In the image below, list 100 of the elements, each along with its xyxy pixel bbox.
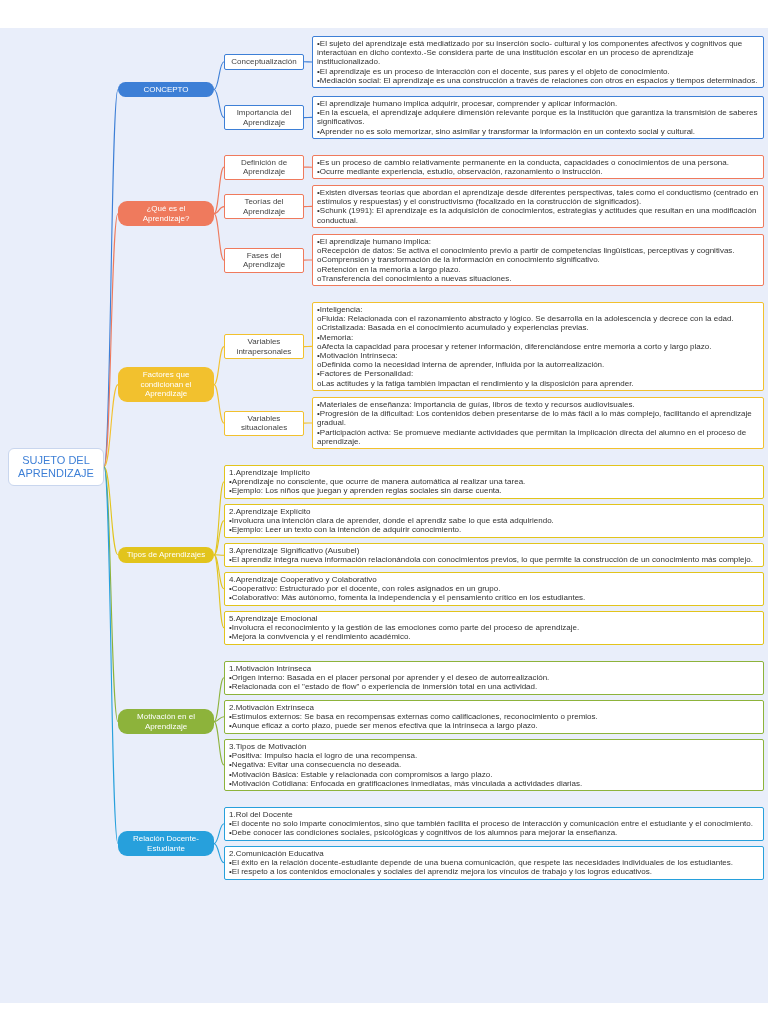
- note-text: •Involucra el reconocimiento y la gestión de las emociones como parte del proceso de aprendizaje.: [229, 623, 581, 633]
- topic-label: Relación Docente- Estudiante: [132, 834, 200, 854]
- connector-line: [303, 61, 313, 63]
- topic-title: SUJETO DEL APRENDIZAJE: [17, 453, 95, 480]
- connector-line: [303, 166, 313, 168]
- subtopic-label: Conceptualización: [230, 57, 298, 67]
- connector-line: [213, 481, 225, 556]
- subtopic-box: [224, 247, 304, 273]
- connector-line: [213, 843, 225, 864]
- connector-line: [103, 466, 119, 845]
- connector-line: [213, 554, 225, 590]
- note-box: [224, 661, 764, 695]
- note-text: •Involucra una intención clara de aprender, donde el aprendiz sabe lo que está adquiriendo.: [229, 516, 555, 526]
- connector-line: [213, 61, 225, 91]
- connector-line: [213, 166, 225, 215]
- note-text: oRecepción de datos: Se activa el conocimiento previo a partir de competencias lingüísticas, perceptivas y cognitivas.: [317, 246, 736, 256]
- connector-line: [213, 520, 225, 556]
- note-box: [224, 807, 764, 841]
- subtopic-label: Teorías del Aprendizaje: [241, 197, 287, 217]
- note-text: •Positiva: Impulso hacia el logro de una recompensa.: [229, 751, 419, 761]
- subtopic-box: [224, 410, 304, 436]
- connector-line: [213, 213, 225, 261]
- branch-topic: [118, 547, 214, 563]
- topic-label: Motivación en el Aprendizaje: [136, 712, 196, 732]
- note-text: 2.Motivación Extrínseca: [229, 703, 315, 713]
- note-box: [312, 397, 764, 449]
- subtopic-label: Variables intrapersonales: [235, 337, 293, 357]
- subtopic-box: [224, 154, 304, 180]
- note-text: •Schunk (1991): El aprendizaje es la adquisición de conocimientos, estrategias y actitudes que resultan en una modificación conductual.: [317, 206, 758, 225]
- note-text: •En la escuela, el aprendizaje adquiere dimensión relevante porque es la institución que garantiza la transmisión de saberes significativos.: [317, 108, 759, 127]
- note-text: •El respeto a los contenidos emocionales y sociales del aprendiz mejora los vínculos de trabajo y los logros educativos.: [229, 867, 654, 877]
- note-text: •El aprendizaje es un proceso de interacción con el docente, sus pares y el objeto de conocimiento.: [317, 66, 671, 76]
- note-box: [312, 96, 764, 139]
- connector-line: [213, 677, 225, 723]
- subtopic-label: Definición de Aprendizaje: [239, 157, 289, 177]
- note-text: •Factores de Personalidad:: [317, 369, 415, 379]
- branch-topic: [118, 201, 214, 227]
- note-text: •Ocurre mediante experiencia, estudio, observación, razonamiento o instrucción.: [317, 167, 604, 177]
- subtopic-label: Importancia del Aprendizaje: [235, 108, 293, 128]
- topic-label: Factores que condicionan el Aprendizaje: [139, 370, 193, 400]
- central-topic: [8, 447, 104, 486]
- note-text: 1.Aprendizaje Implícito: [229, 468, 311, 478]
- note-box: [224, 846, 764, 880]
- note-box: [224, 611, 764, 645]
- note-text: 5.Aprendizaje Emocional: [229, 614, 319, 624]
- note-text: •El aprendizaje humano implica:: [317, 237, 432, 247]
- note-text: 4.Aprendizaje Cooperativo y Colaborativo: [229, 575, 378, 585]
- note-text: oCristalizada: Basada en el conocimiento acumulado y experiencias previas.: [317, 323, 590, 333]
- note-text: •El éxito en la relación docente-estudiante depende de una buena comunicación, que respete las necesidades individuales de los estudiantes.: [229, 858, 735, 868]
- subtopic-label: Variables situacionales: [239, 413, 289, 433]
- subtopic-label: Fases del Aprendizaje: [241, 250, 287, 270]
- note-text: oAfecta la capacidad para procesar y retener información, diferenciándose entre memoria a corto y largo plazo.: [317, 341, 713, 351]
- note-text: •Motivación Intrínseca:: [317, 350, 398, 361]
- note-text: •Existen diversas teorías que abordan el aprendizaje desde diferentes perspectivas, tales como el conductismo (centrado en estímulos y respuestas) y el constructivismo (focalizado en la construcción de significados).: [317, 188, 759, 207]
- note-text: •Colaborativo: Más autónomo, fomenta la independencia y el pensamiento crítico en los estudiantes.: [229, 593, 587, 603]
- note-text: •Ejemplo: Los niños que juegan y aprenden reglas sociales sin darse cuenta.: [229, 486, 503, 496]
- connector-line: [103, 384, 119, 468]
- note-text: 2.Comunicación Educativa: [229, 849, 325, 859]
- note-box: [312, 155, 764, 180]
- subtopic-box: [224, 105, 304, 131]
- note-text: •Participación activa: Se promueve mediante actividades que permitan la implicación directa del alumno en el proceso de aprendizaje.: [317, 427, 748, 446]
- note-text: •Aunque eficaz a corto plazo, puede ser menos efectiva que la intrínseca a largo plazo.: [229, 721, 539, 731]
- note-text: •Debe conocer las condiciones sociales, psicológicas y cognitivos de los alumnos para mejorar la enseñanza.: [229, 828, 619, 838]
- note-text: •Es un proceso de cambio relativamente permanente en la conducta, capacidades o conocimientos de una persona.: [317, 158, 730, 168]
- note-text: oLas actitudes y la fatiga también impactan el rendimiento y la disposición para aprender.: [317, 378, 635, 388]
- note-text: •Aprender no es solo memorizar, sino asimilar y transformar la información en un contexto social y cultural.: [317, 126, 697, 136]
- note-box: [224, 700, 764, 734]
- note-text: 1.Rol del Docente: [229, 810, 294, 820]
- subtopic-box: [224, 54, 304, 70]
- note-text: •Aprendizaje no consciente, que ocurre de manera automática al realizar una tarea.: [229, 477, 527, 487]
- note-box: [224, 543, 764, 568]
- topic-label: ¿Qué es el Aprendizaje?: [141, 204, 191, 224]
- note-box: [312, 36, 764, 88]
- topic-label: CONCEPTO: [142, 84, 190, 95]
- connector-line: [213, 554, 225, 556]
- note-box: [224, 465, 764, 499]
- note-text: oFluida: Relacionada con el razonamiento abstracto y lógico. Se desarrolla en la adolescencia y decrece con la edad.: [317, 314, 735, 324]
- branch-topic: [118, 831, 214, 857]
- note-text: •El docente no solo imparte conocimientos, sino que también facilita el proceso de interacción y comunicación entre el estudiante y el conocimiento.: [229, 819, 754, 829]
- branch-topic: [118, 367, 214, 403]
- note-box: [224, 739, 764, 791]
- branch-topic: [118, 709, 214, 735]
- note-text: oComprensión y transformación de la información en conocimiento significativo.: [317, 255, 601, 265]
- note-text: 1.Motivación Intrínseca: [229, 664, 313, 674]
- note-text: •Estímulos externos: Se basa en recompensas externas como calificaciones, reconocimiento o premios.: [229, 712, 599, 722]
- note-box: [312, 302, 764, 391]
- note-text: oTransferencia del conocimiento a nuevas situaciones.: [317, 273, 513, 283]
- note-text: •Memoria:: [317, 332, 355, 342]
- subtopic-box: [224, 194, 304, 220]
- connector-line: [103, 213, 119, 468]
- note-text: •El sujeto del aprendizaje está mediatizado por su inserción socio- cultural y los componentes afectivos y cognitivos que interactúan en dicho contexto.-Se considera parte de una institución escolar en un proceso de aprendizaje institucionalizado.: [317, 39, 744, 67]
- connector-line: [213, 206, 225, 215]
- note-text: •Motivación Básica: Estable y relacionada con compromisos a largo plazo.: [229, 769, 493, 779]
- note-text: •Inteligencia:: [317, 305, 364, 315]
- note-text: •Mediación social: El aprendizaje es una construcción a través de relaciones con otros en espacios y tiempos determinados.: [317, 75, 759, 85]
- connector-line: [303, 259, 313, 261]
- note-text: oDefinida como la necesidad interna de aprender, influida por la autorrealización.: [317, 360, 606, 370]
- note-box: [224, 504, 764, 538]
- note-text: •Ejemplo: Leer un texto con la intención de adquirir conocimiento.: [229, 525, 463, 535]
- note-text: •El aprendizaje humano implica adquirir, procesar, comprender y aplicar información.: [317, 99, 619, 109]
